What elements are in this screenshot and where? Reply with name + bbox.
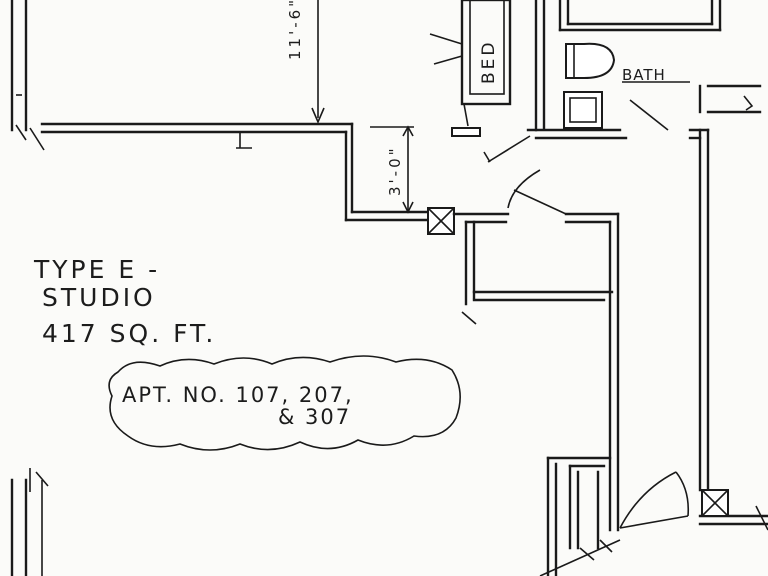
- sink: [563, 91, 603, 129]
- corridor-lower: [539, 456, 621, 576]
- apartment-numbers-line1: APT. NO. 107, 207,: [122, 383, 354, 407]
- apartment-cloud: APT. NO. 107, 207, & 307: [108, 355, 461, 451]
- interior-partition: [40, 122, 430, 222]
- bathroom: [526, 0, 722, 140]
- left-wall-top: [10, 0, 45, 151]
- dimension-vertical-top: 11'-6": [286, 0, 325, 125]
- bath-label: BATH: [622, 66, 666, 84]
- dimension-closet: 3'-0": [370, 125, 414, 214]
- toilet: [565, 42, 616, 79]
- left-wall-bottom: [10, 468, 49, 576]
- bed: BED: [429, 0, 512, 137]
- hallway-walls: [698, 84, 768, 531]
- unit-type-line2: STUDIO: [42, 283, 156, 312]
- column-marker-lower: [701, 489, 729, 517]
- door-swing-entry: [483, 135, 567, 215]
- unit-type-line1: TYPE E -: [33, 255, 160, 284]
- bed-label: BED: [479, 40, 499, 85]
- unit-type-label: TYPE E - STUDIO 417 SQ. FT.: [33, 255, 216, 348]
- closet-walls: [452, 212, 620, 532]
- unit-area: 417 SQ. FT.: [42, 319, 216, 348]
- column-marker-upper: [427, 207, 455, 235]
- apartment-numbers-line2: & 307: [278, 405, 351, 429]
- door-swing-lower: [619, 471, 690, 529]
- dimension-label-closet: 3'-0": [386, 145, 404, 196]
- dimension-label-top: 11'-6": [286, 0, 304, 60]
